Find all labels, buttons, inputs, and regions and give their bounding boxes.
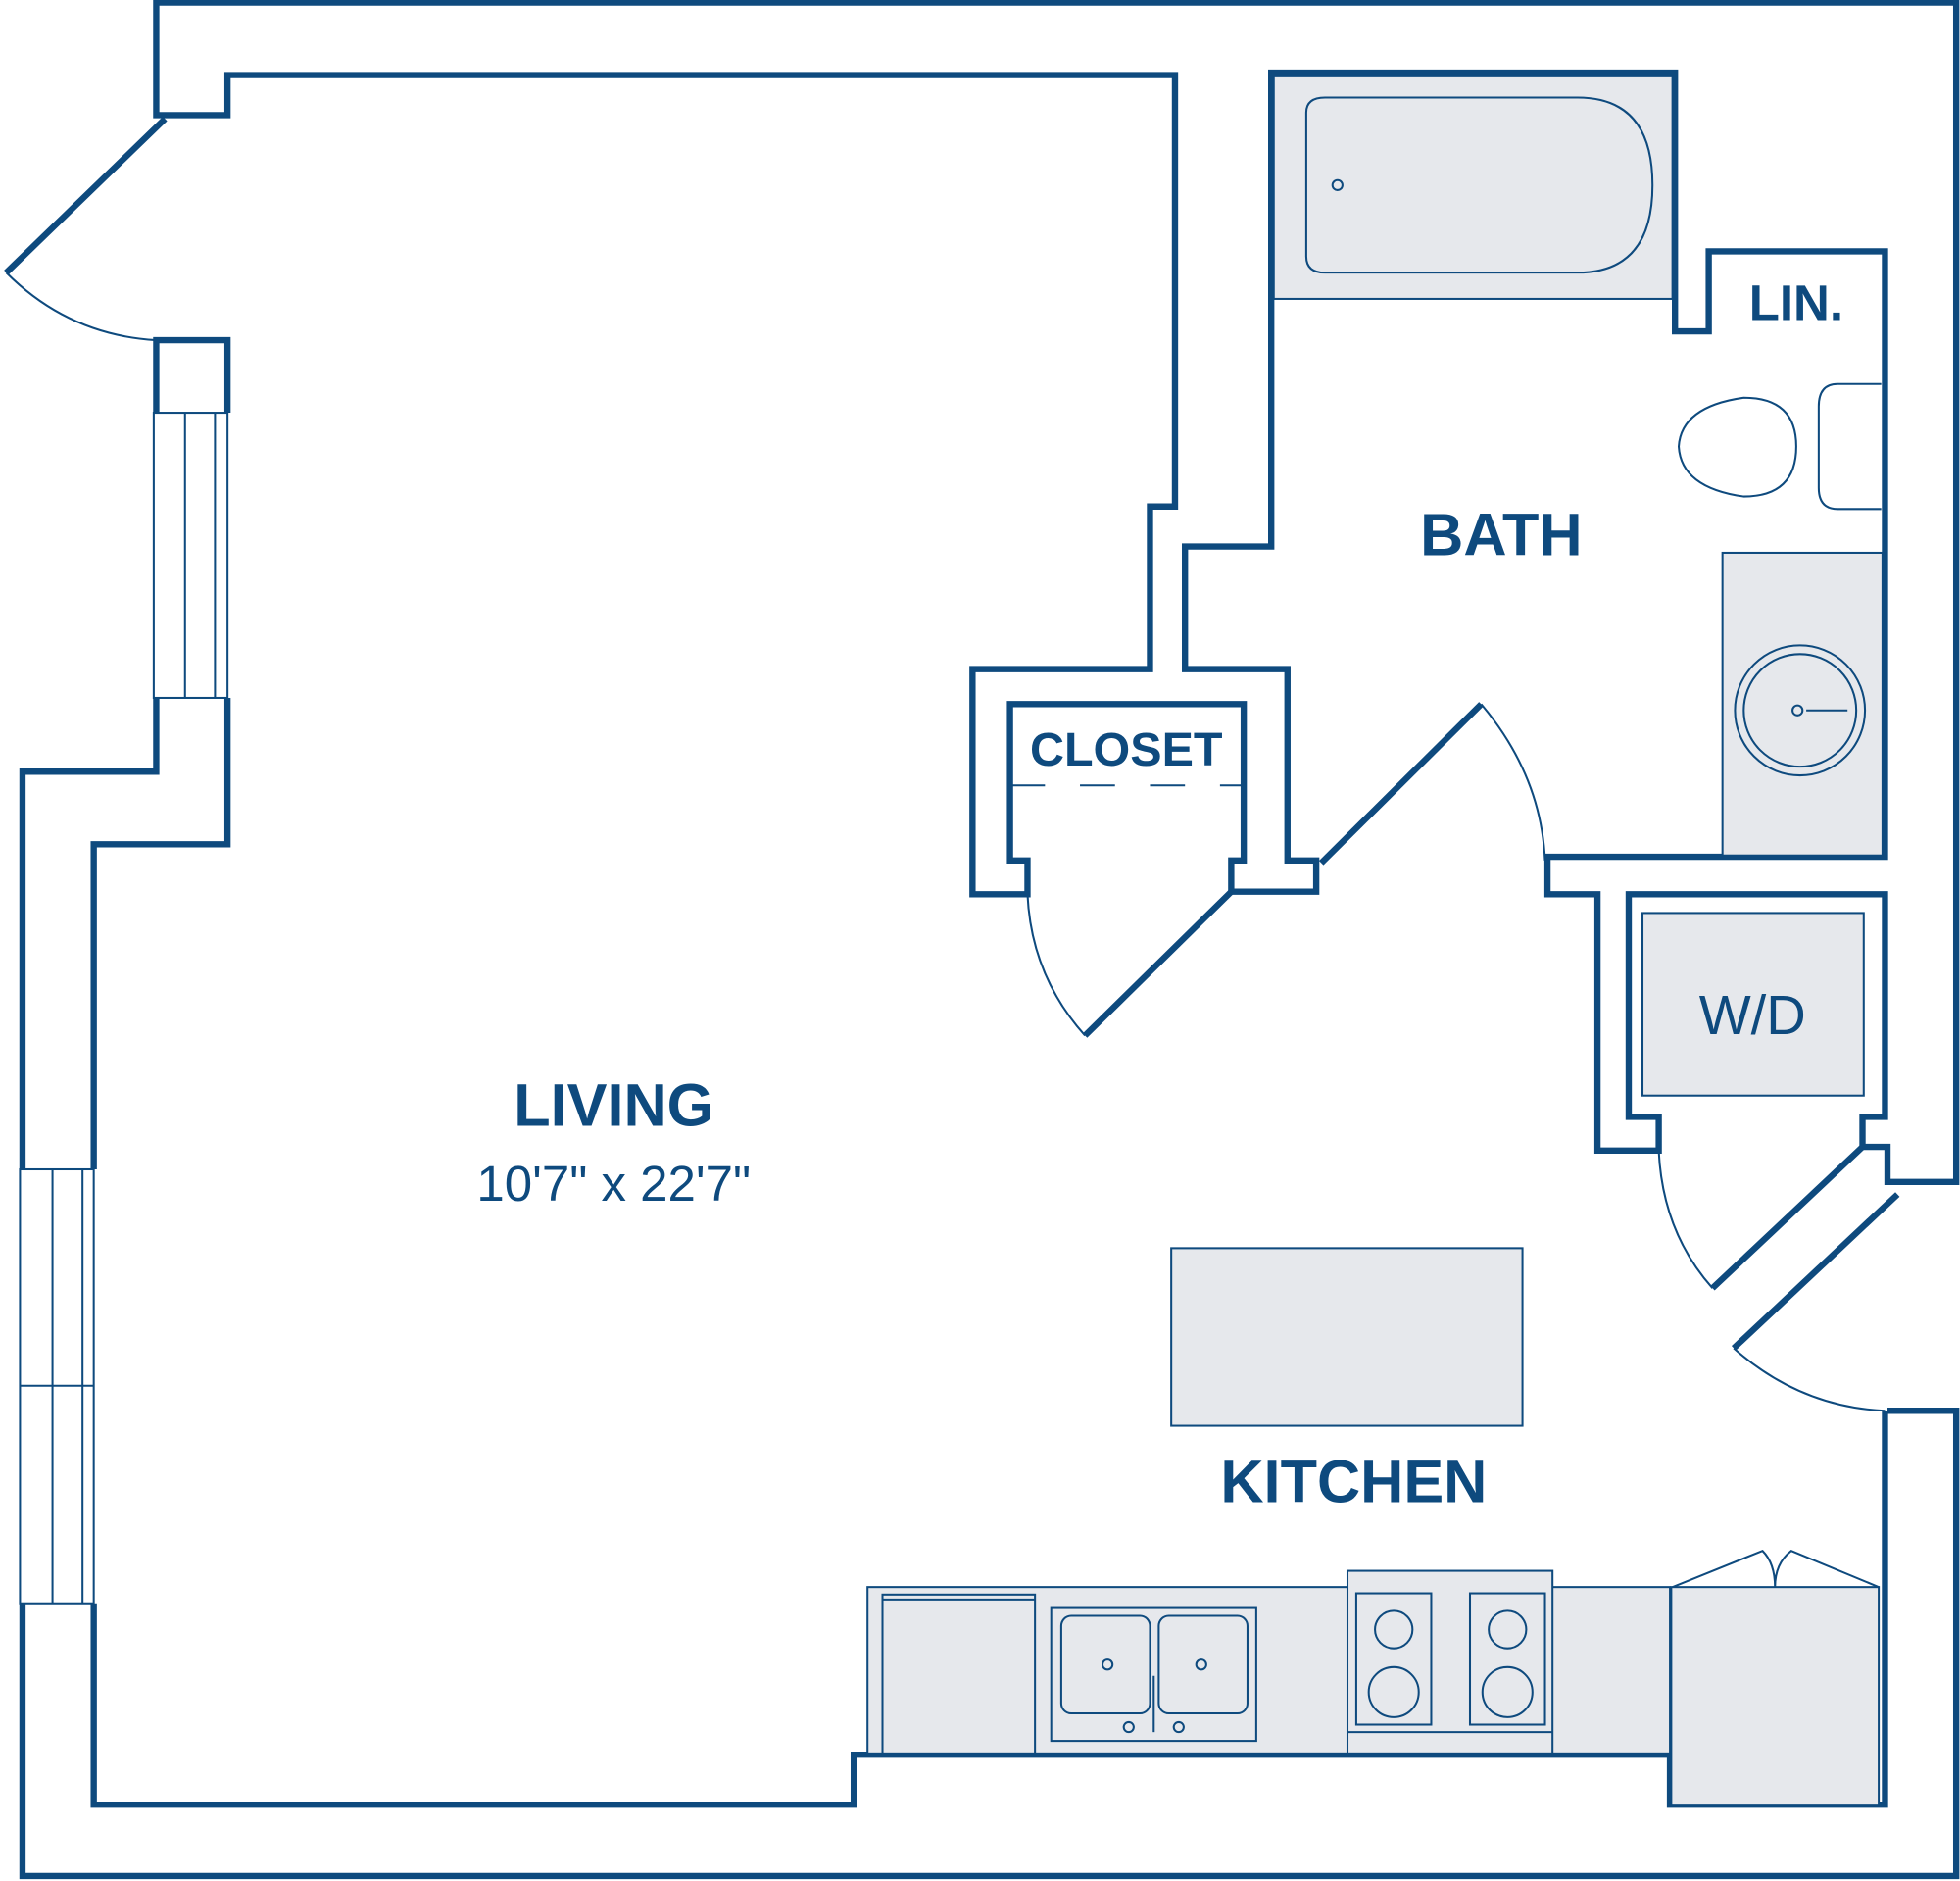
washer-dryer-label: W/D — [1699, 984, 1806, 1046]
living-label: LIVING — [514, 1071, 713, 1138]
bathtub — [1272, 74, 1674, 300]
bath-label: BATH — [1420, 502, 1582, 569]
living-dimensions: 10'7" x 22'7" — [476, 1156, 751, 1212]
kitchen-fixtures — [866, 1247, 1881, 1807]
vanity — [1721, 551, 1884, 857]
range — [1346, 1569, 1554, 1755]
island — [1170, 1247, 1524, 1427]
refrigerator — [1670, 1586, 1881, 1807]
bath-fixtures — [1272, 74, 1884, 857]
linen-label: LIN. — [1749, 275, 1843, 331]
closet-label: CLOSET — [1030, 723, 1223, 776]
doors — [4, 116, 1900, 1412]
room-labels: LIVING 10'7" x 22'7" BATH LIN. CLOSET W/… — [476, 275, 1843, 1515]
kitchen-label: KITCHEN — [1220, 1448, 1487, 1514]
washer-dryer — [1641, 912, 1865, 1097]
dishwasher — [881, 1593, 1037, 1755]
windows — [19, 412, 229, 1605]
walls — [19, 0, 1960, 1880]
